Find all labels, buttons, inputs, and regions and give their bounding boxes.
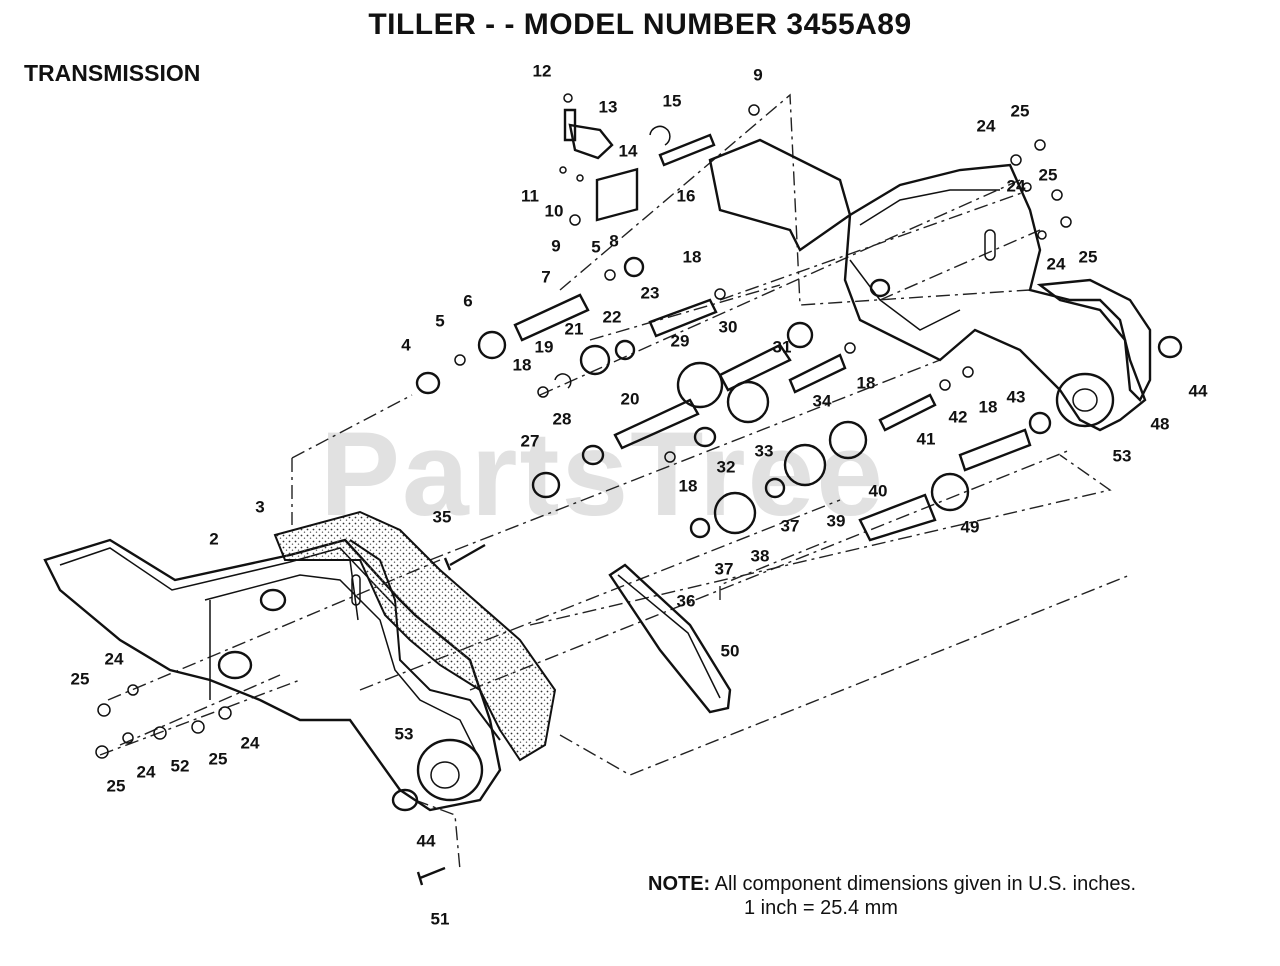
part-callouts: 12 13 15 9 14 11 10 16 9 5 8 7 18 23 6 5… — [71, 61, 1208, 928]
callout-label: 9 — [753, 65, 762, 84]
callout-label: 2 — [209, 529, 218, 548]
callout-label: 24 — [137, 762, 156, 781]
callout-label: 11 — [521, 186, 539, 205]
callout-label: 44 — [1189, 381, 1208, 400]
housing-gasket — [273, 510, 557, 762]
callout-label: 25 — [107, 776, 126, 795]
callout-label: 12 — [533, 61, 552, 80]
bushings-spacers — [391, 256, 1183, 812]
callout-label: 18 — [679, 476, 698, 495]
callout-label: 49 — [961, 517, 980, 536]
callout-label: 40 — [869, 481, 888, 500]
pulley-left — [416, 738, 484, 802]
gears-sprockets — [477, 123, 970, 535]
callout-label: 21 — [565, 319, 584, 338]
callout-label: 41 — [917, 429, 936, 448]
pulley-right — [1055, 372, 1115, 428]
callout-label: 15 — [663, 91, 682, 110]
callout-label: 32 — [717, 457, 736, 476]
callout-label: 5 — [435, 311, 444, 330]
callout-label: 50 — [721, 641, 740, 660]
callout-label: 43 — [1007, 387, 1026, 406]
callout-label: 53 — [395, 724, 414, 743]
callout-label: 24 — [241, 733, 260, 752]
callout-label: 42 — [949, 407, 968, 426]
callout-label: 37 — [781, 516, 800, 535]
callout-label: 14 — [619, 141, 638, 160]
drive-belt — [608, 563, 732, 714]
note-line-2: 1 inch = 25.4 mm — [744, 897, 898, 919]
callout-label: 18 — [979, 397, 998, 416]
washers-nuts — [95, 93, 1072, 886]
callout-label: 25 — [1079, 247, 1098, 266]
callout-label: 23 — [641, 283, 660, 302]
callout-label: 33 — [755, 441, 774, 460]
callout-label: 24 — [105, 649, 124, 668]
callout-label: 22 — [603, 307, 622, 326]
callout-label: 27 — [521, 431, 540, 450]
callout-label: 35 — [433, 507, 452, 526]
note-label: NOTE: — [648, 873, 711, 895]
callout-label: 28 — [553, 409, 572, 428]
callout-label: 18 — [857, 373, 876, 392]
callout-label: 18 — [513, 355, 532, 374]
watermark: PartsTree — [320, 407, 886, 541]
note-line-1: All component dimensions given in U.S. i… — [714, 873, 1136, 895]
callout-label: 51 — [431, 909, 450, 928]
right-transmission-housing — [843, 163, 1147, 432]
callout-label: 3 — [255, 497, 264, 516]
callout-label: 36 — [677, 591, 696, 610]
callout-label: 6 — [463, 291, 472, 310]
callout-label: 34 — [813, 391, 832, 410]
callout-label: 48 — [1151, 414, 1170, 433]
callout-label: 24 — [977, 116, 996, 135]
callout-label: 44 — [417, 831, 436, 850]
callout-label: 7 — [541, 267, 550, 286]
callout-label: 8 — [609, 231, 618, 250]
side-cover-48 — [1036, 278, 1152, 403]
callout-label: 37 — [715, 559, 734, 578]
page-title: TILLER - - MODEL NUMBER 3455A89 — [368, 8, 912, 41]
housing-cover-plate — [708, 138, 852, 252]
callout-label: 29 — [671, 331, 690, 350]
callout-label: 25 — [1011, 101, 1030, 120]
shafts — [513, 108, 1032, 542]
callout-label: 4 — [401, 335, 411, 354]
callout-label: 16 — [677, 186, 696, 205]
callout-label: 5 — [591, 237, 600, 256]
callout-label: 9 — [551, 236, 560, 255]
callout-label: 20 — [621, 389, 640, 408]
callout-label: 30 — [719, 317, 738, 336]
section-title: TRANSMISSION — [24, 60, 201, 86]
callout-label: 25 — [1039, 165, 1058, 184]
callout-label: 18 — [683, 247, 702, 266]
callout-label: 13 — [599, 97, 618, 116]
callout-label: 25 — [209, 749, 228, 768]
callout-label: 10 — [545, 201, 564, 220]
callout-label: 19 — [535, 337, 554, 356]
callout-label: 24 — [1007, 176, 1026, 195]
callout-label: 31 — [773, 337, 792, 356]
callout-label: 52 — [171, 756, 190, 775]
dimension-note: NOTE: All component dimensions given in … — [648, 872, 1136, 920]
callout-label: 38 — [751, 546, 770, 565]
callout-label: 53 — [1113, 446, 1132, 465]
callout-label: 24 — [1047, 254, 1066, 273]
assembly-guide-lines — [99, 93, 1131, 871]
callout-label: 25 — [71, 669, 90, 688]
callout-label: 39 — [827, 511, 846, 530]
